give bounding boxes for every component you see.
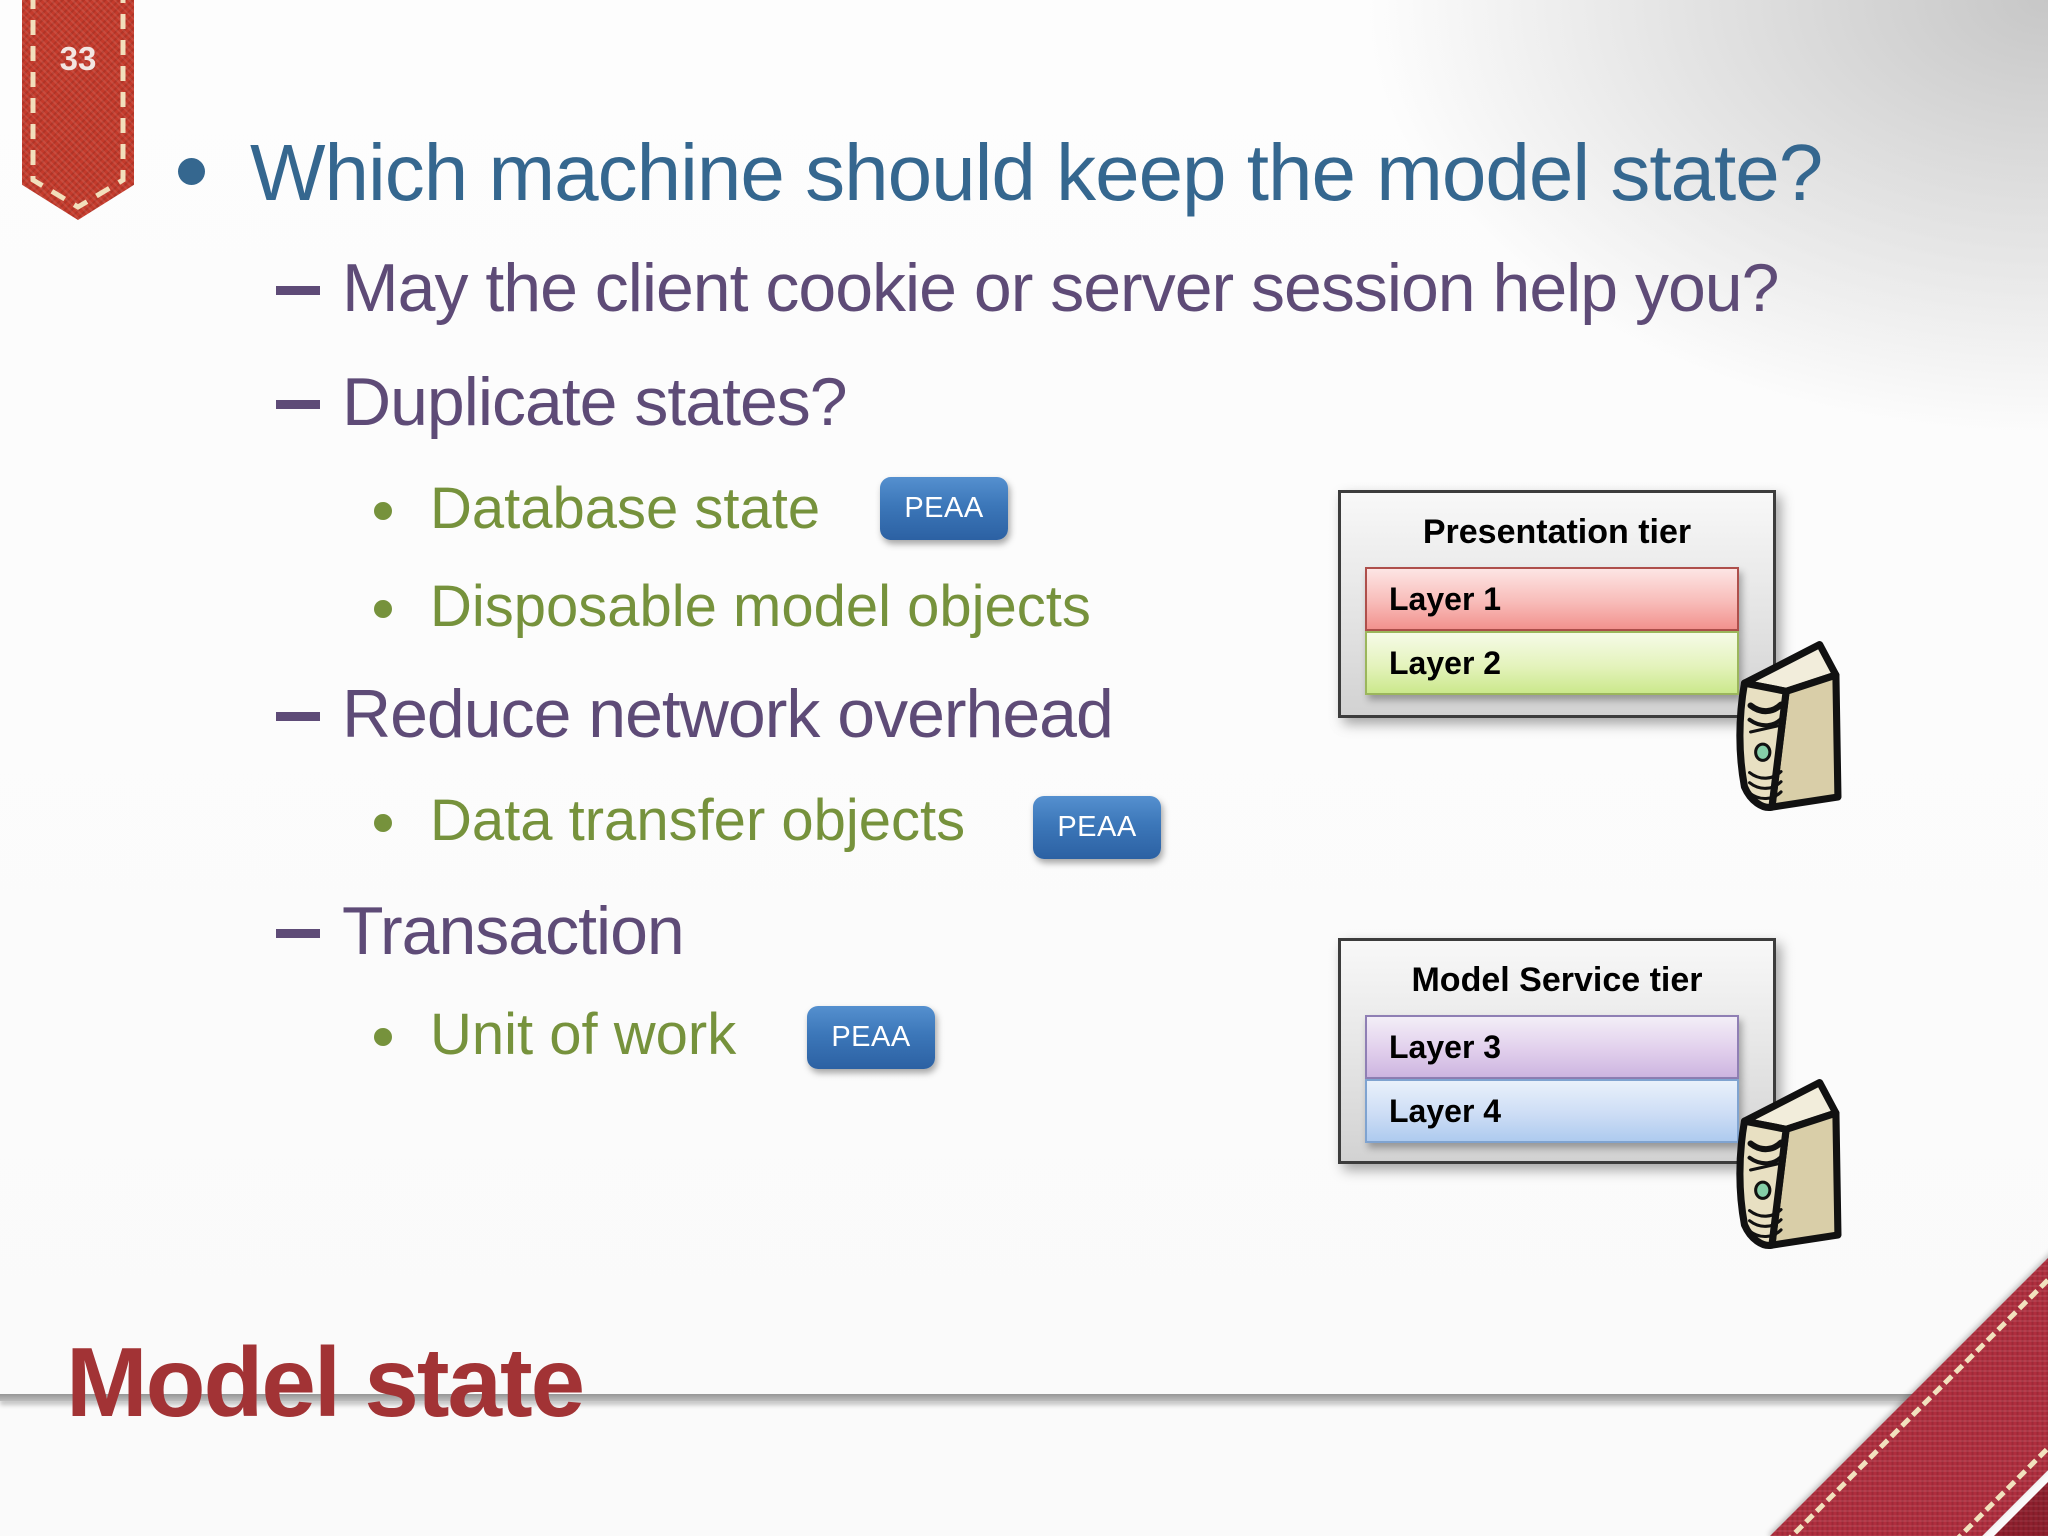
bullet-text: Duplicate states? bbox=[342, 364, 848, 440]
page-number: 33 bbox=[59, 40, 97, 77]
bullet-item: Duplicate states? bbox=[276, 364, 848, 440]
model-service-tier-box: Model Service tier Layer 3 Layer 4 bbox=[1338, 938, 1776, 1164]
bullet-item: Data transfer objects bbox=[374, 788, 966, 854]
dash-bullet-icon bbox=[276, 712, 320, 721]
layer-stack: Layer 3 Layer 4 bbox=[1365, 1015, 1739, 1143]
bullet-item: Database state bbox=[374, 476, 821, 542]
footer-divider bbox=[0, 1394, 2048, 1401]
dash-bullet-icon bbox=[276, 929, 320, 938]
layer-bar: Layer 1 bbox=[1365, 567, 1739, 631]
layer-bar: Layer 4 bbox=[1365, 1079, 1739, 1143]
presentation-tier-box: Presentation tier Layer 1 Layer 2 bbox=[1338, 490, 1776, 718]
dash-bullet-icon bbox=[276, 400, 320, 409]
page-number-ribbon: 33 bbox=[22, 0, 134, 220]
layer-stack: Layer 1 Layer 2 bbox=[1365, 567, 1739, 695]
bullet-text: Reduce network overhead bbox=[342, 676, 1114, 752]
bullet-item: Disposable model objects bbox=[374, 574, 1091, 640]
bullet-item: May the client cookie or server session … bbox=[276, 250, 1779, 326]
bullet-text: Database state bbox=[430, 476, 821, 541]
slide-footer-title: Model state bbox=[66, 1327, 585, 1437]
dot-bullet-icon bbox=[374, 600, 392, 618]
dot-bullet-icon bbox=[374, 502, 392, 520]
dash-bullet-icon bbox=[276, 286, 320, 295]
bullet-item: Transaction bbox=[276, 893, 685, 969]
bullet-text: Data transfer objects bbox=[430, 788, 966, 853]
layer-bar: Layer 3 bbox=[1365, 1015, 1739, 1079]
stitching-decoration bbox=[30, 0, 126, 210]
bullet-item: Reduce network overhead bbox=[276, 676, 1114, 752]
bullet-item: Unit of work bbox=[374, 1002, 737, 1068]
server-tower-icon bbox=[1736, 641, 1842, 811]
bullet-text: Disposable model objects bbox=[430, 574, 1091, 639]
bullet-text: Transaction bbox=[342, 893, 685, 969]
peaa-badge: PEAA bbox=[1033, 796, 1161, 859]
peaa-badge: PEAA bbox=[807, 1006, 935, 1069]
tier-title: Model Service tier bbox=[1411, 961, 1703, 999]
server-tower-icon bbox=[1736, 1079, 1842, 1249]
dot-bullet-icon bbox=[374, 814, 392, 832]
bullet-text: May the client cookie or server session … bbox=[342, 250, 1779, 326]
tier-title: Presentation tier bbox=[1422, 513, 1692, 551]
title-bullet-icon bbox=[178, 158, 205, 185]
bullet-text: Unit of work bbox=[430, 1002, 737, 1067]
layer-bar: Layer 2 bbox=[1365, 631, 1739, 695]
slide-title: Which machine should keep the model stat… bbox=[250, 128, 1823, 217]
peaa-badge: PEAA bbox=[880, 477, 1008, 540]
dot-bullet-icon bbox=[374, 1028, 392, 1046]
